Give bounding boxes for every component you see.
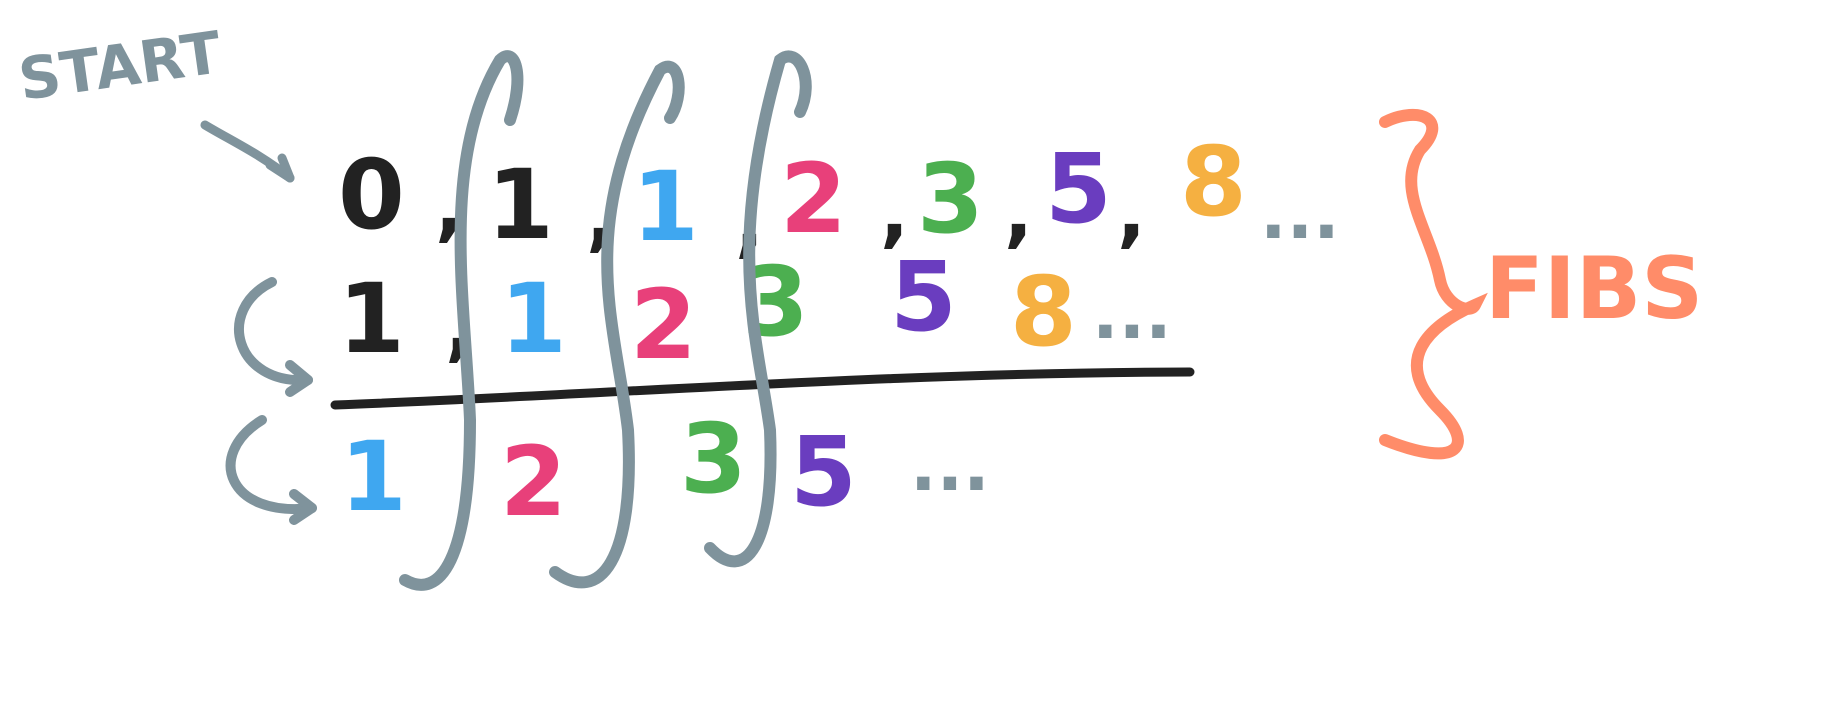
row-top: 0,1,1,2,3,5,8... [338,126,1340,266]
row-top-item-2: 1 [487,149,554,261]
row-top-item-4: 1 [632,151,699,263]
row-middle-item-5: 5 [890,241,957,353]
sum-underline [330,367,1195,410]
row-middle-item-2: 1 [500,263,567,375]
row-middle-item-0: 1 [338,263,405,375]
loop-1 [399,50,524,591]
row-middle-item-7: ... [1092,273,1172,355]
row-top-item-11: , [1117,167,1146,256]
row-top-item-0: 0 [338,139,405,251]
row-bottom-item-0: 1 [340,421,407,533]
row-top-item-8: 3 [917,143,984,255]
row-bottom-arrow [225,415,317,525]
row-middle-arrow [234,277,313,397]
row-bottom-item-2: 3 [680,403,747,515]
row-top-item-9: , [1004,167,1033,256]
column-loops [399,50,812,591]
loop-3 [704,50,812,568]
start-label: START [14,18,225,114]
row-top-item-13: ... [1260,173,1340,255]
row-top-item-7: , [880,167,909,256]
row-top-item-6: 2 [780,143,847,255]
row-middle-item-3: 2 [630,269,697,381]
row-top-item-12: 8 [1180,126,1247,238]
row-bottom-item-3: 5 [790,416,857,528]
loop-2 [549,61,685,589]
row-top-item-10: 5 [1045,133,1112,245]
start-arrow [200,120,295,183]
row-bottom-item-1: 2 [500,426,567,538]
fibs-label: FIBS [1485,239,1703,339]
row-middle-item-6: 8 [1010,256,1077,368]
fibs-brace [1379,108,1488,460]
row-bottom-item-4: ... [910,425,990,507]
